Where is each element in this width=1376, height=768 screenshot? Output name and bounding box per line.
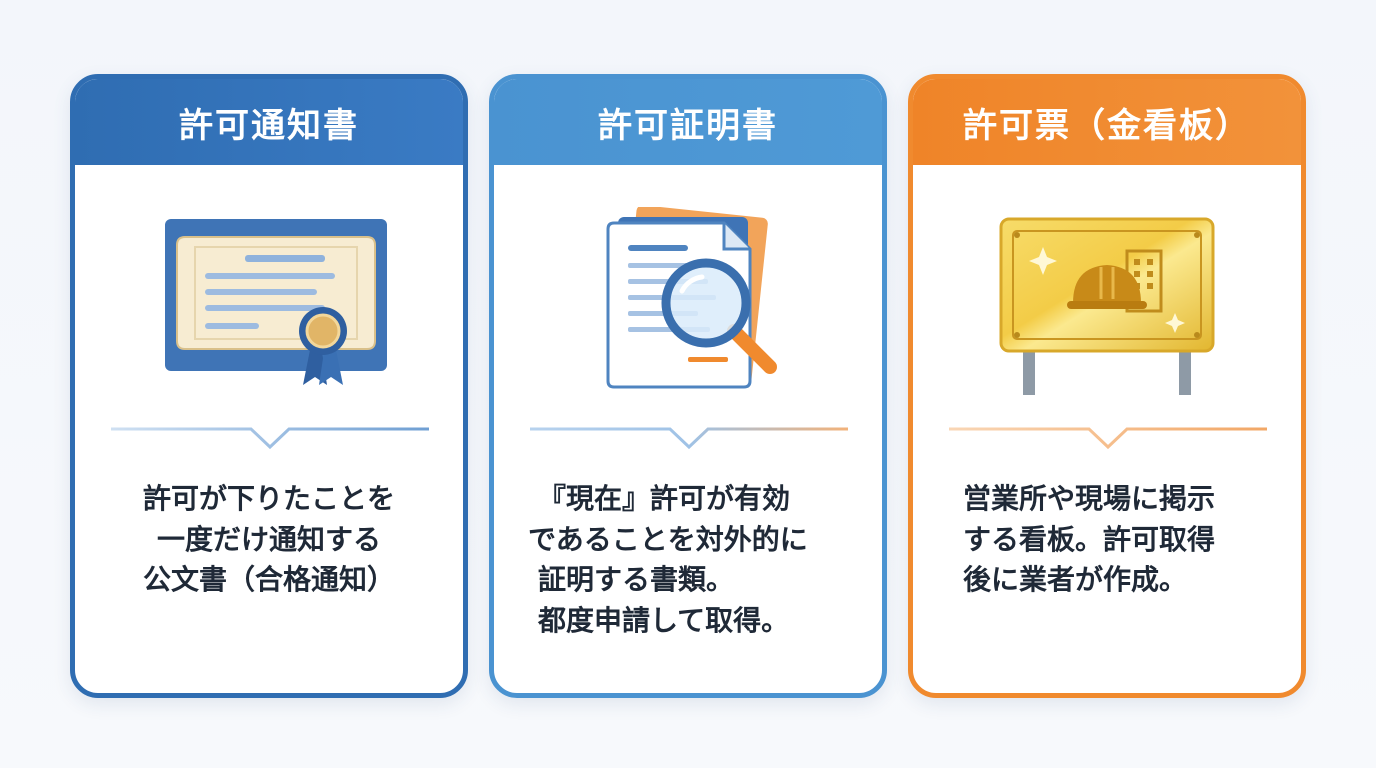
card-title-text: 許可証明書 (598, 105, 778, 146)
description-line: する看板。許可取得 (963, 522, 1216, 556)
description-line: 都度申請して取得。 (538, 603, 790, 637)
description-line: 営業所や現場に掲示 (963, 482, 1216, 515)
certificate-icon (75, 207, 463, 407)
gold-signboard-icon (913, 207, 1301, 407)
divider (949, 427, 1267, 450)
card-title: 許可証明書 (494, 79, 882, 165)
card-title-text: 許可通知書 (179, 105, 359, 146)
card-description: 許可が下りたことを 一度だけ通知する 公文書（合格通知） (111, 479, 427, 601)
description-line: 公文書（合格通知） (142, 563, 395, 597)
description-line: であることを対外的に (528, 522, 808, 556)
description-line: 一度だけ通知する (156, 522, 381, 556)
card-title-text: 許可票（金看板） (963, 105, 1251, 146)
card-title: 許可票（金看板） (913, 79, 1301, 165)
description-line: 証明する書類。 (538, 563, 735, 597)
description-line: 後に業者が作成。 (963, 563, 1188, 597)
card-certificate: 許可証明書 (489, 74, 887, 698)
card-notification: 許可通知書 (70, 74, 468, 698)
divider (530, 427, 848, 450)
description-line: 『現在』許可が有効 (538, 482, 791, 515)
document-magnifier-icon (494, 207, 882, 407)
card-description: 『現在』許可が有効 であることを対外的に 証明する書類。 都度申請して取得。 (528, 479, 862, 641)
card-description: 営業所や現場に掲示 する看板。許可取得 後に業者が作成。 (963, 479, 1281, 601)
card-signboard: 許可票（金看板） (908, 74, 1306, 698)
description-line: 許可が下りたことを (142, 482, 395, 515)
divider (111, 427, 429, 450)
card-title: 許可通知書 (75, 79, 463, 165)
